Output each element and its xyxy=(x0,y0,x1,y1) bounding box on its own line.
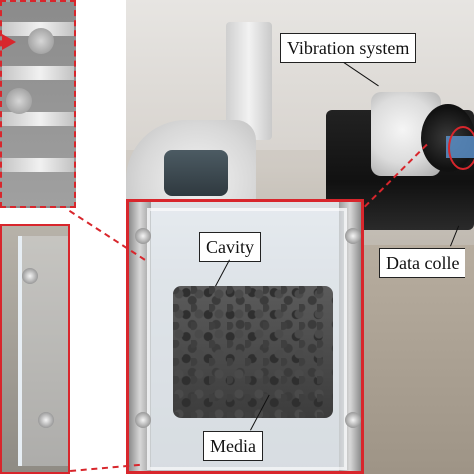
label-media: Media xyxy=(203,431,263,461)
red-arrow-icon xyxy=(2,34,16,50)
bolt-icon xyxy=(22,268,38,284)
bolt-icon xyxy=(345,228,361,244)
rib xyxy=(2,158,74,172)
red-highlight-ellipse xyxy=(448,126,474,170)
media-particles xyxy=(173,286,333,418)
bolt-icon xyxy=(135,412,151,428)
fan-motor xyxy=(164,150,228,196)
slot-hole xyxy=(28,28,54,54)
rib xyxy=(2,112,74,126)
rib xyxy=(2,66,74,80)
bolt-icon xyxy=(345,412,361,428)
label-data-collector: Data colle xyxy=(379,248,466,278)
inset-cavity-media xyxy=(126,199,364,474)
label-cavity: Cavity xyxy=(199,232,261,262)
label-vibration-system: Vibration system xyxy=(280,33,417,63)
frame-bar-left xyxy=(129,202,151,471)
inset-ribbed-plate xyxy=(0,0,76,208)
slot-hole xyxy=(6,88,32,114)
bolt-icon xyxy=(38,412,54,428)
inset-transparent-box-side xyxy=(0,224,70,474)
bolt-icon xyxy=(135,228,151,244)
